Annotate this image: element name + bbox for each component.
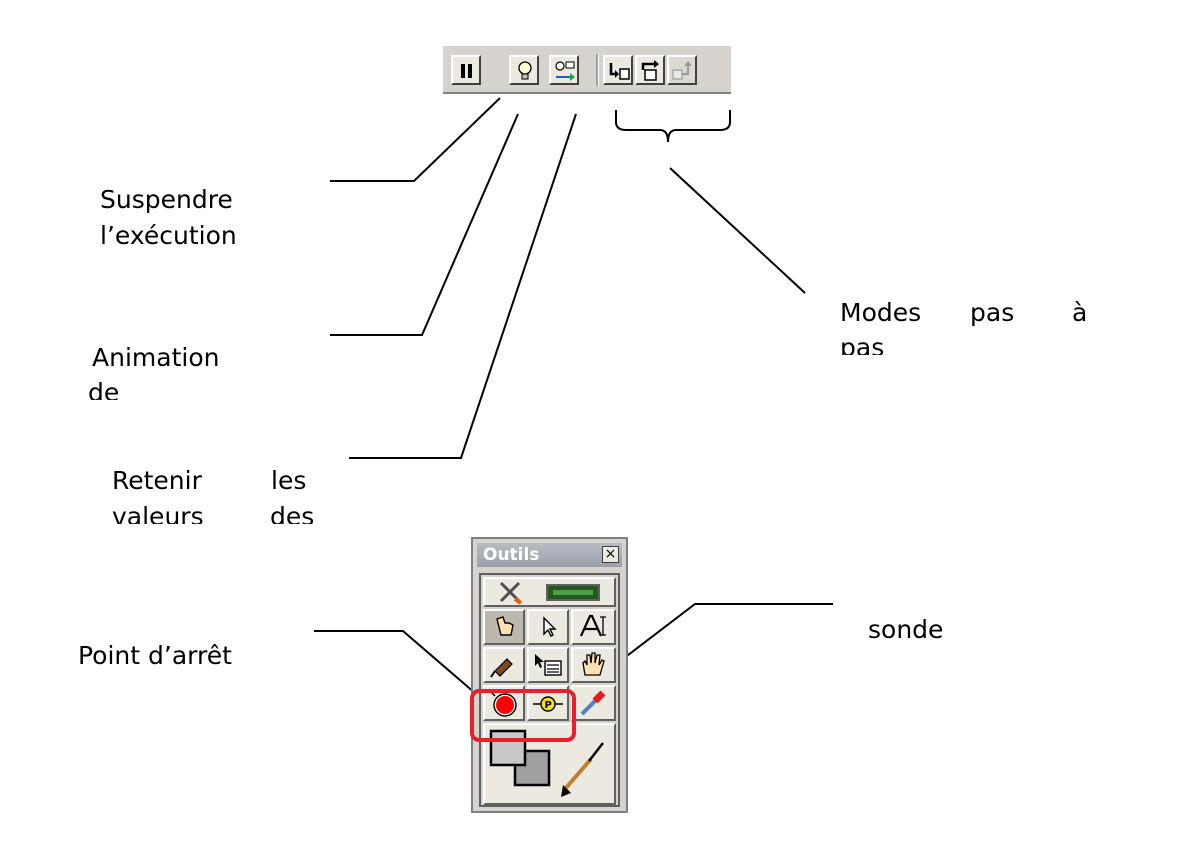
edit-text-button[interactable] bbox=[571, 609, 616, 645]
position-select-button[interactable] bbox=[527, 609, 569, 645]
operate-value-icon bbox=[496, 616, 514, 636]
retain-connector bbox=[349, 113, 577, 459]
suspend-connector bbox=[330, 97, 501, 182]
highlight-execution-button[interactable] bbox=[509, 55, 539, 85]
object-shortcut-menu-button[interactable] bbox=[527, 647, 569, 683]
debug-toolbar bbox=[443, 45, 731, 94]
scroll-window-icon bbox=[582, 652, 605, 676]
step-modes-connector bbox=[669, 167, 806, 294]
pause-icon bbox=[461, 64, 472, 78]
retain-wire-values-icon bbox=[555, 61, 575, 81]
step-modes-label-word1: Modes bbox=[840, 298, 922, 327]
palette-title: Outils bbox=[483, 545, 540, 565]
toolbar-separator bbox=[596, 54, 599, 86]
breakpoint-connector bbox=[314, 630, 491, 707]
animation-label-line2: de bbox=[88, 378, 120, 400]
step-out-button[interactable] bbox=[667, 55, 697, 85]
step-into-icon bbox=[609, 63, 630, 80]
get-color-icon bbox=[580, 690, 606, 716]
step-into-button[interactable] bbox=[603, 55, 633, 85]
tools-palette: Outils × bbox=[471, 537, 628, 813]
probe-icon: P bbox=[533, 696, 563, 712]
pause-button[interactable] bbox=[451, 55, 481, 85]
set-color-button[interactable] bbox=[483, 723, 616, 805]
step-over-icon bbox=[641, 60, 659, 81]
get-color-button[interactable] bbox=[571, 685, 616, 721]
set-color-icon bbox=[489, 729, 604, 797]
retain-wire-values-button[interactable] bbox=[549, 55, 579, 85]
animation-connector bbox=[330, 113, 519, 336]
retain-label-word1: Retenir bbox=[112, 466, 202, 495]
retain-label-word3: valeurs bbox=[112, 502, 204, 524]
breakpoint-probe-highlight bbox=[470, 689, 576, 742]
automatic-tool-button[interactable] bbox=[483, 577, 616, 607]
retain-label-word4: des bbox=[270, 502, 315, 524]
breakpoint-icon bbox=[490, 691, 517, 717]
step-modes-label-line2-clip: pas bbox=[840, 331, 920, 355]
scroll-window-button[interactable] bbox=[571, 647, 616, 683]
animation-label-line2-clip: de bbox=[88, 376, 168, 400]
step-out-icon bbox=[672, 61, 692, 80]
suspend-label-line1: Suspendre bbox=[100, 185, 233, 214]
retain-label-line2-clip: valeurs des bbox=[110, 500, 320, 524]
step-modes-brace bbox=[615, 110, 731, 143]
step-over-button[interactable] bbox=[635, 55, 665, 85]
operate-value-button[interactable] bbox=[483, 609, 525, 645]
lightbulb-icon bbox=[518, 61, 532, 80]
edit-text-icon bbox=[579, 614, 606, 637]
palette-title-bar[interactable]: Outils × bbox=[477, 543, 622, 567]
animation-label-line1: Animation bbox=[92, 343, 220, 372]
step-modes-label-word3: à bbox=[1072, 298, 1088, 327]
palette-close-button[interactable]: × bbox=[602, 546, 619, 563]
step-modes-label-line2: pas bbox=[840, 333, 885, 355]
position-select-icon bbox=[543, 616, 557, 637]
suspend-label-line2: l’exécution bbox=[100, 221, 237, 250]
connect-wire-button[interactable] bbox=[483, 647, 525, 683]
probe-label: sonde bbox=[868, 615, 944, 644]
connect-wire-icon bbox=[490, 658, 513, 678]
breakpoint-label: Point d’arrêt bbox=[78, 641, 232, 670]
svg-text:P: P bbox=[545, 700, 552, 711]
object-shortcut-menu-icon bbox=[535, 654, 562, 676]
retain-label-word2: les bbox=[271, 466, 307, 495]
step-modes-label-word2: pas bbox=[970, 298, 1015, 327]
automatic-tool-icon bbox=[499, 581, 600, 605]
